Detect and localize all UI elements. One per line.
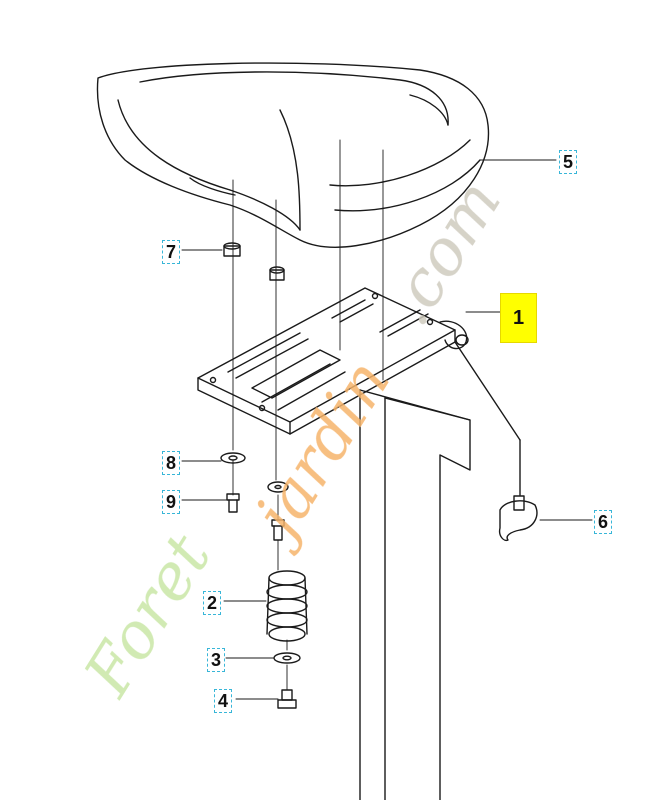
nut-7: [223, 242, 241, 257]
callout-3: 3: [207, 648, 226, 672]
seat-base-plate: [197, 287, 469, 435]
bolt-9: [226, 493, 240, 513]
watermark-part2: jardin: [234, 347, 404, 559]
bolt-center: [271, 519, 285, 541]
watermark-part1: Foret: [70, 522, 225, 710]
adjustment-knob: [498, 495, 538, 542]
leader-lines: [232, 139, 384, 691]
callout-9: 9: [162, 490, 181, 514]
bolt-4: [277, 689, 297, 709]
callout-leaders: [181, 159, 593, 700]
callout-8: 8: [162, 451, 181, 475]
spring-2: [266, 570, 308, 642]
nut-center: [269, 266, 285, 281]
watermark-part3: .com: [371, 167, 516, 338]
washer-3: [273, 652, 301, 664]
washer-center: [267, 481, 289, 493]
callout-4: 4: [214, 689, 233, 713]
washer-8: [220, 452, 246, 464]
callout-2: 2: [203, 591, 222, 615]
seat-cushion: [96, 62, 490, 248]
callout-6: 6: [594, 510, 613, 534]
callout-5: 5: [559, 150, 578, 174]
callout-7: 7: [162, 240, 181, 264]
seat-rail-frame: [359, 341, 521, 800]
callout-1: 1: [500, 293, 538, 343]
